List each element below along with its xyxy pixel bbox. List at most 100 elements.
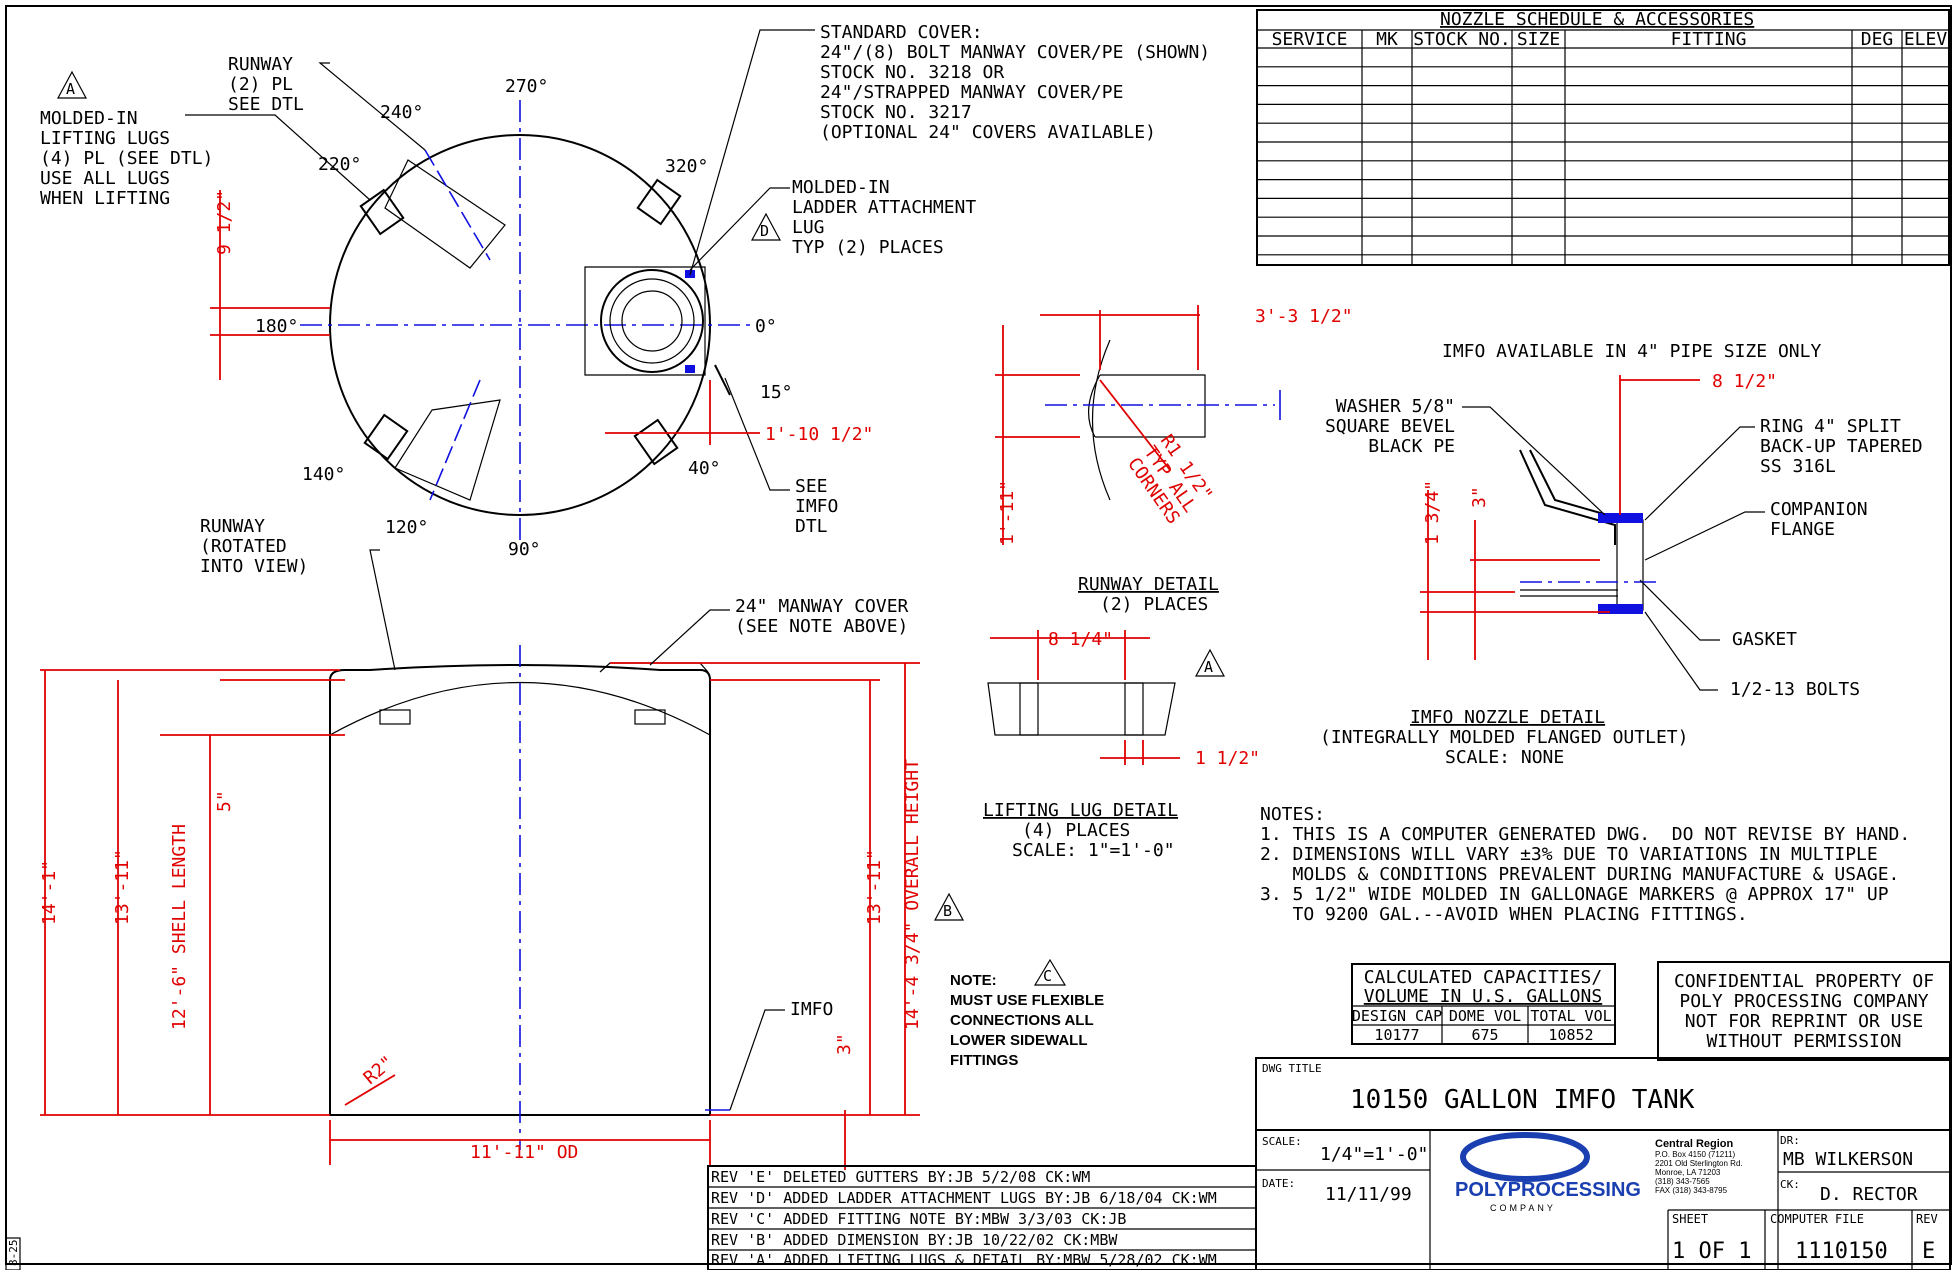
ladder-lug-bottom (685, 365, 695, 373)
cap-frame (1351, 963, 1616, 1045)
elevation-view: 14'-1" 13'-11" 12'-6" SHELL LENGTH 5" 13… (39, 549, 1067, 1170)
sheet-label: SHEET (1672, 1212, 1708, 1226)
file-value: 1110150 (1795, 1239, 1888, 1264)
rev-label: REV (1916, 1212, 1938, 1226)
note-3: MOLDS & CONDITIONS PREVALENT DURING MANU… (1260, 864, 1899, 885)
dim-9-half-text: 9 1/2" (214, 190, 235, 255)
logo-company-sub: COMPANY (1490, 1203, 1556, 1213)
runway-dim-top-text: 3'-3 1/2" (1255, 306, 1353, 327)
lug-detail-slot-left (1019, 682, 1039, 736)
gasket-leader (1639, 579, 1720, 641)
ck-value: D. RECTOR (1820, 1184, 1918, 1205)
imfo-wall (1519, 449, 1616, 545)
nozzle-header-cell: FITTING (1671, 29, 1747, 50)
lifting-lug-320 (636, 178, 682, 226)
runway-radius-leader (1099, 379, 1171, 471)
nozzle-header-cell: SERVICE (1272, 29, 1348, 50)
ladder-leader (689, 187, 790, 271)
capacities-table: CALCULATED CAPACITIES/ VOLUME IN U.S. GA… (1351, 963, 1616, 1045)
imfo-bolt-bottom (1598, 604, 1643, 614)
nozzle-header-cell: STOCK NO. (1413, 29, 1511, 50)
imfo-flange (1616, 519, 1644, 611)
runway-detail: 3'-3 1/2" 1'-11" RUNWAY DETAIL (2) PLACE… (995, 305, 1353, 615)
runway-dim-left-text: 1'-11" (997, 480, 1018, 545)
cover-label: STANDARD COVER:24"/(8) BOLT MANWAY COVER… (820, 22, 1210, 143)
runway-detail-curve (1087, 374, 1101, 438)
tank-shell (329, 680, 711, 1116)
lug-detail-sub2: SCALE: 1"=1'-0" (1012, 840, 1175, 861)
gasket-text: GASKET (1732, 629, 1797, 650)
scale-value: 1/4"=1'-0" (1320, 1144, 1428, 1165)
manway-label: 24" MANWAY COVER(SEE NOTE ABOVE) (735, 596, 909, 637)
margin-code-box (5, 1237, 21, 1270)
runway-detail-shape (1095, 374, 1206, 438)
ring-leader (1644, 426, 1755, 521)
dim-13-11-left-text: 13'-11" (112, 849, 133, 925)
imfo-dim-1-3-4-text: 1 3/4" (1422, 480, 1443, 545)
dr-value: MB WILKERSON (1783, 1149, 1913, 1170)
dr-label: DR: (1780, 1134, 1800, 1147)
lug-detail-slot-right (1124, 682, 1144, 736)
rev-value: E (1922, 1239, 1935, 1264)
manway-label-text: 24" MANWAY COVER(SEE NOTE ABOVE) (735, 596, 909, 637)
runway-centerline-bottom (429, 379, 481, 501)
manway-bolt-circle (621, 290, 683, 352)
angle-40: 40° (688, 458, 721, 479)
nozzle-table-frame (1256, 9, 1950, 266)
dwg-title: 10150 GALLON IMFO TANK (1350, 1085, 1695, 1115)
elev-lug-left (379, 709, 411, 725)
lug-rev-label: A (1204, 658, 1213, 676)
cap-header-total: TOTAL VOL (1530, 1007, 1611, 1025)
region-title: Central Region (1655, 1138, 1734, 1150)
angle-270: 270° (505, 76, 548, 97)
cap-value-total: 10852 (1548, 1026, 1593, 1044)
lug-detail-body (987, 682, 1176, 736)
r2-text: R2" (360, 1052, 398, 1089)
title-block-frame (1255, 1057, 1951, 1270)
title-block: DWG TITLE 10150 GALLON IMFO TANK SCALE: … (1255, 1057, 1951, 1270)
cap-header-dome: DOME VOL (1449, 1007, 1521, 1025)
cap-title-2: VOLUME IN U.S. GALLONS (1364, 986, 1602, 1007)
imfo-detail-sub1: (INTEGRALLY MOLDED FLANGED OUTLET) (1320, 727, 1688, 748)
angle-220: 220° (318, 154, 361, 175)
manway-pad (584, 266, 706, 376)
nozzle-header-cell: DEG (1861, 29, 1894, 50)
rev-c-label: C (1043, 967, 1052, 985)
ck-label: CK: (1780, 1178, 1800, 1191)
rev-row-e: REV 'E' DELETED GUTTERS BY:JB 5/2/08 CK:… (711, 1168, 1090, 1186)
angle-0: 0° (755, 316, 777, 337)
tank-top (329, 664, 711, 681)
companion-leader (1644, 511, 1765, 561)
angle-15: 15° (760, 382, 793, 403)
dim-14-1-text: 14'-1" (39, 860, 60, 925)
note-head: NOTE: (950, 972, 997, 989)
runway-detail-sub: (2) PLACES (1100, 594, 1208, 615)
scale-label: SCALE: (1262, 1135, 1302, 1148)
manway-leader (649, 609, 730, 666)
rev-row-a: REV 'A' ADDED LIFTING LUGS & DETAIL BY:M… (711, 1251, 1217, 1269)
rev-row-d: REV 'D' ADDED LADDER ATTACHMENT LUGS BY:… (711, 1189, 1217, 1207)
cap-header-design: DESIGN CAP (1352, 1007, 1442, 1025)
rev-d-triangle (750, 212, 782, 241)
angle-140: 140° (302, 464, 345, 485)
runway-radius-text: R1 1/2"TYP ALLCORNERS (1123, 431, 1217, 528)
elev-lug-right (634, 709, 666, 725)
rev-b-triangle (933, 892, 965, 921)
dim-5-text: 5" (214, 790, 235, 812)
runway-radius-text-text: R1 1/2"TYP ALLCORNERS (1123, 431, 1217, 528)
